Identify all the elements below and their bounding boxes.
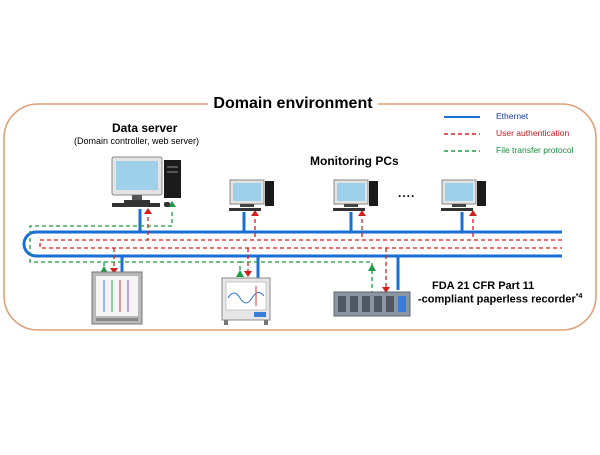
title-mask [208, 96, 378, 112]
monitoring-pcs-ellipsis: .... [398, 186, 416, 200]
ftp-lines [29, 212, 373, 292]
ethernet-loop [22, 230, 562, 258]
data-server-label: Data server [112, 121, 178, 135]
legend [444, 116, 480, 152]
monitoring-pc-3 [441, 179, 486, 211]
legend-ethernet-label: Ethernet [496, 111, 529, 121]
legend-auth-label: User authentication [496, 128, 570, 138]
recorder-modular-3 [333, 291, 411, 317]
data-server-computer [111, 156, 181, 207]
recorder-label-line2: -compliant paperless recorder*4 [418, 293, 582, 306]
ethernet-drops [120, 209, 464, 290]
recorder-label-text: -compliant paperless recorder [418, 293, 576, 306]
diagram-title: Domain environment [213, 95, 373, 112]
recorder-footnote: *4 [575, 293, 583, 300]
auth-lines [39, 210, 562, 290]
monitoring-pcs-label: Monitoring PCs [310, 154, 399, 168]
legend-ftp-label: File transfer protocol [496, 145, 574, 155]
recorder-panel-1 [91, 271, 143, 325]
auth-arrows [110, 208, 477, 293]
data-server-sublabel: (Domain controller, web server) [74, 136, 200, 146]
recorder-label-line1: FDA 21 CFR Part 11 [432, 280, 535, 292]
monitoring-pc-2 [333, 179, 378, 211]
monitoring-pc-1 [229, 179, 274, 211]
ftp-arrows [100, 201, 376, 277]
recorder-desktop-2 [221, 277, 271, 325]
